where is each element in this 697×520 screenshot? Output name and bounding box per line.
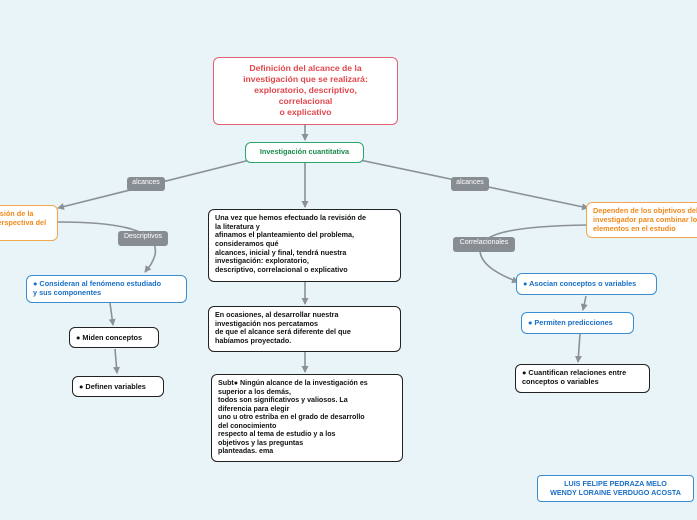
center-box-ningun-alcance[interactable]: Subt● Ningún alcance de la investigación… (211, 374, 403, 462)
tag-left-alcances[interactable]: alcances (127, 177, 165, 191)
node-cuantifican-relaciones[interactable]: ● Cuantifican relaciones entre conceptos… (515, 364, 650, 393)
tag-descriptivos[interactable]: Descriptivos (118, 231, 168, 246)
right-orange-node[interactable]: Dependen de los objetivos del investigad… (586, 202, 697, 238)
node-permiten-predicciones[interactable]: ● Permiten predicciones (521, 312, 634, 334)
tag-right-alcances[interactable]: alcances (451, 177, 489, 191)
center-box-revision-literatura[interactable]: Una vez que hemos efectuado la revisión … (208, 209, 401, 282)
node-miden-conceptos[interactable]: ● Miden conceptos (69, 327, 159, 348)
node-consideran-fenomeno[interactable]: ● Consideran al fenómeno estudiado y sus… (26, 275, 187, 303)
connector-asocian-permiten (580, 295, 588, 311)
root-node-investigacion-cuantitativa[interactable]: Investigación cuantitativa (245, 142, 364, 163)
authors-node[interactable]: LUIS FELIPE PEDRAZA MELO WENDY LORAINE V… (537, 475, 694, 502)
center-box-en-ocasiones[interactable]: En ocasiones, al desarrollar nuestra inv… (208, 306, 401, 352)
connector-permiten-cuantifican (574, 333, 582, 363)
node-asocian-conceptos[interactable]: ● Asocian conceptos o variables (516, 273, 657, 295)
connector-consideran-miden (108, 302, 116, 326)
connector-miden-definen (113, 348, 120, 374)
left-orange-node[interactable]: Visión de la perspectiva del (0, 205, 58, 241)
node-definen-variables[interactable]: ● Definen variables (72, 376, 164, 397)
connector-left-descriptivos (57, 221, 157, 273)
tag-correlacionales[interactable]: Correlacionales (453, 237, 515, 252)
central-title-node[interactable]: Definición del alcance de la investigaci… (213, 57, 398, 125)
